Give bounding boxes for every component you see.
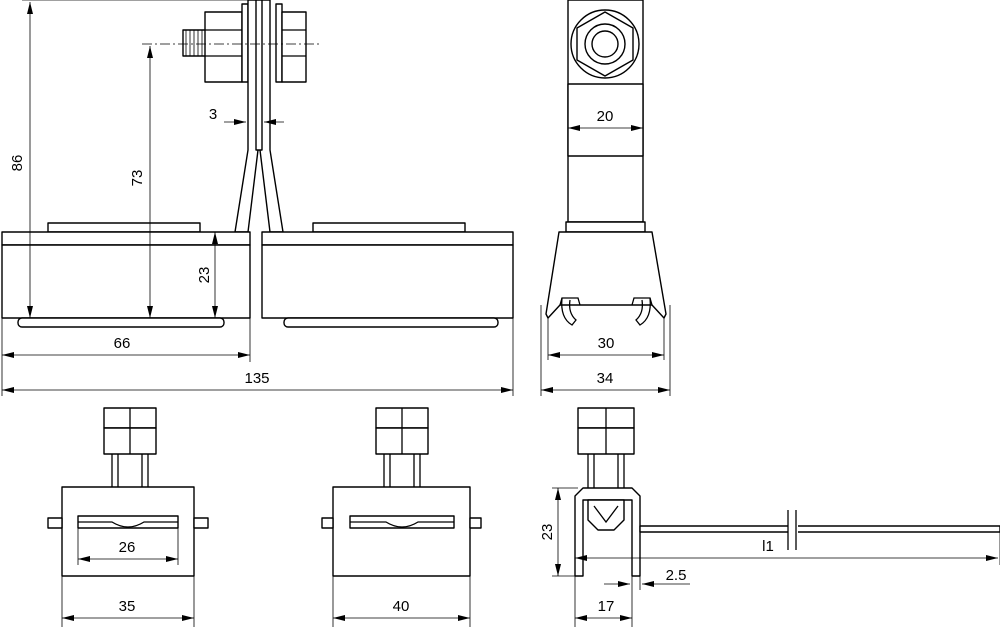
dim-73-label: 73 [129, 170, 146, 187]
variant-b-view: 40 [321, 407, 482, 627]
dim-2-5-label: 2.5 [666, 567, 687, 584]
variant-c-strip [639, 525, 1000, 533]
dim-23-c-label: 23 [539, 524, 556, 541]
dim-20-label: 20 [597, 108, 614, 125]
saddle-hook-right [631, 297, 653, 306]
left-clamp-body [1, 222, 251, 328]
variant-b-insert [350, 521, 454, 528]
dim-135-label: 135 [244, 370, 269, 387]
dim-34-label: 34 [597, 370, 614, 387]
saddle-lip-left [561, 297, 577, 326]
dim-86-label: 86 [9, 155, 26, 172]
variant-a-tab-left [47, 517, 63, 529]
dim-17-label: 17 [598, 598, 615, 615]
variant-a-body [61, 486, 195, 577]
bolt-hole [591, 30, 619, 58]
variant-a-tab-right [193, 517, 209, 529]
variant-b-body [332, 486, 471, 577]
variant-c-view: 23 l1 2.5 17 [539, 407, 1000, 627]
clamp-top-plate [565, 221, 646, 233]
variant-a-insert [78, 521, 178, 528]
variant-b-tab-left [321, 517, 334, 529]
variant-a-view: 26 35 [47, 407, 209, 627]
dim-35-label: 35 [119, 598, 136, 615]
dim-3-label: 3 [209, 106, 217, 123]
front-view: 86 73 23 3 66 135 [1, 0, 514, 396]
side-view: 20 30 34 [540, 0, 671, 396]
lug-neck [567, 83, 644, 157]
dim-30-label: 30 [598, 335, 615, 352]
variant-c-insert [587, 499, 625, 531]
bolt-assembly [182, 3, 307, 83]
variant-c-v-groove [593, 505, 619, 524]
right-clamp-body [261, 222, 514, 328]
clamp-saddle [545, 231, 667, 319]
variant-b-tab-right [469, 517, 482, 529]
dim-66-label: 66 [114, 335, 131, 352]
dim-40-label: 40 [393, 598, 410, 615]
saddle-lip-right [635, 297, 651, 326]
dim-23-front-label: 23 [196, 267, 213, 284]
saddle-hook-left [559, 297, 581, 306]
dim-l1-label: l1 [762, 538, 774, 555]
dim-26-label: 26 [119, 539, 136, 556]
